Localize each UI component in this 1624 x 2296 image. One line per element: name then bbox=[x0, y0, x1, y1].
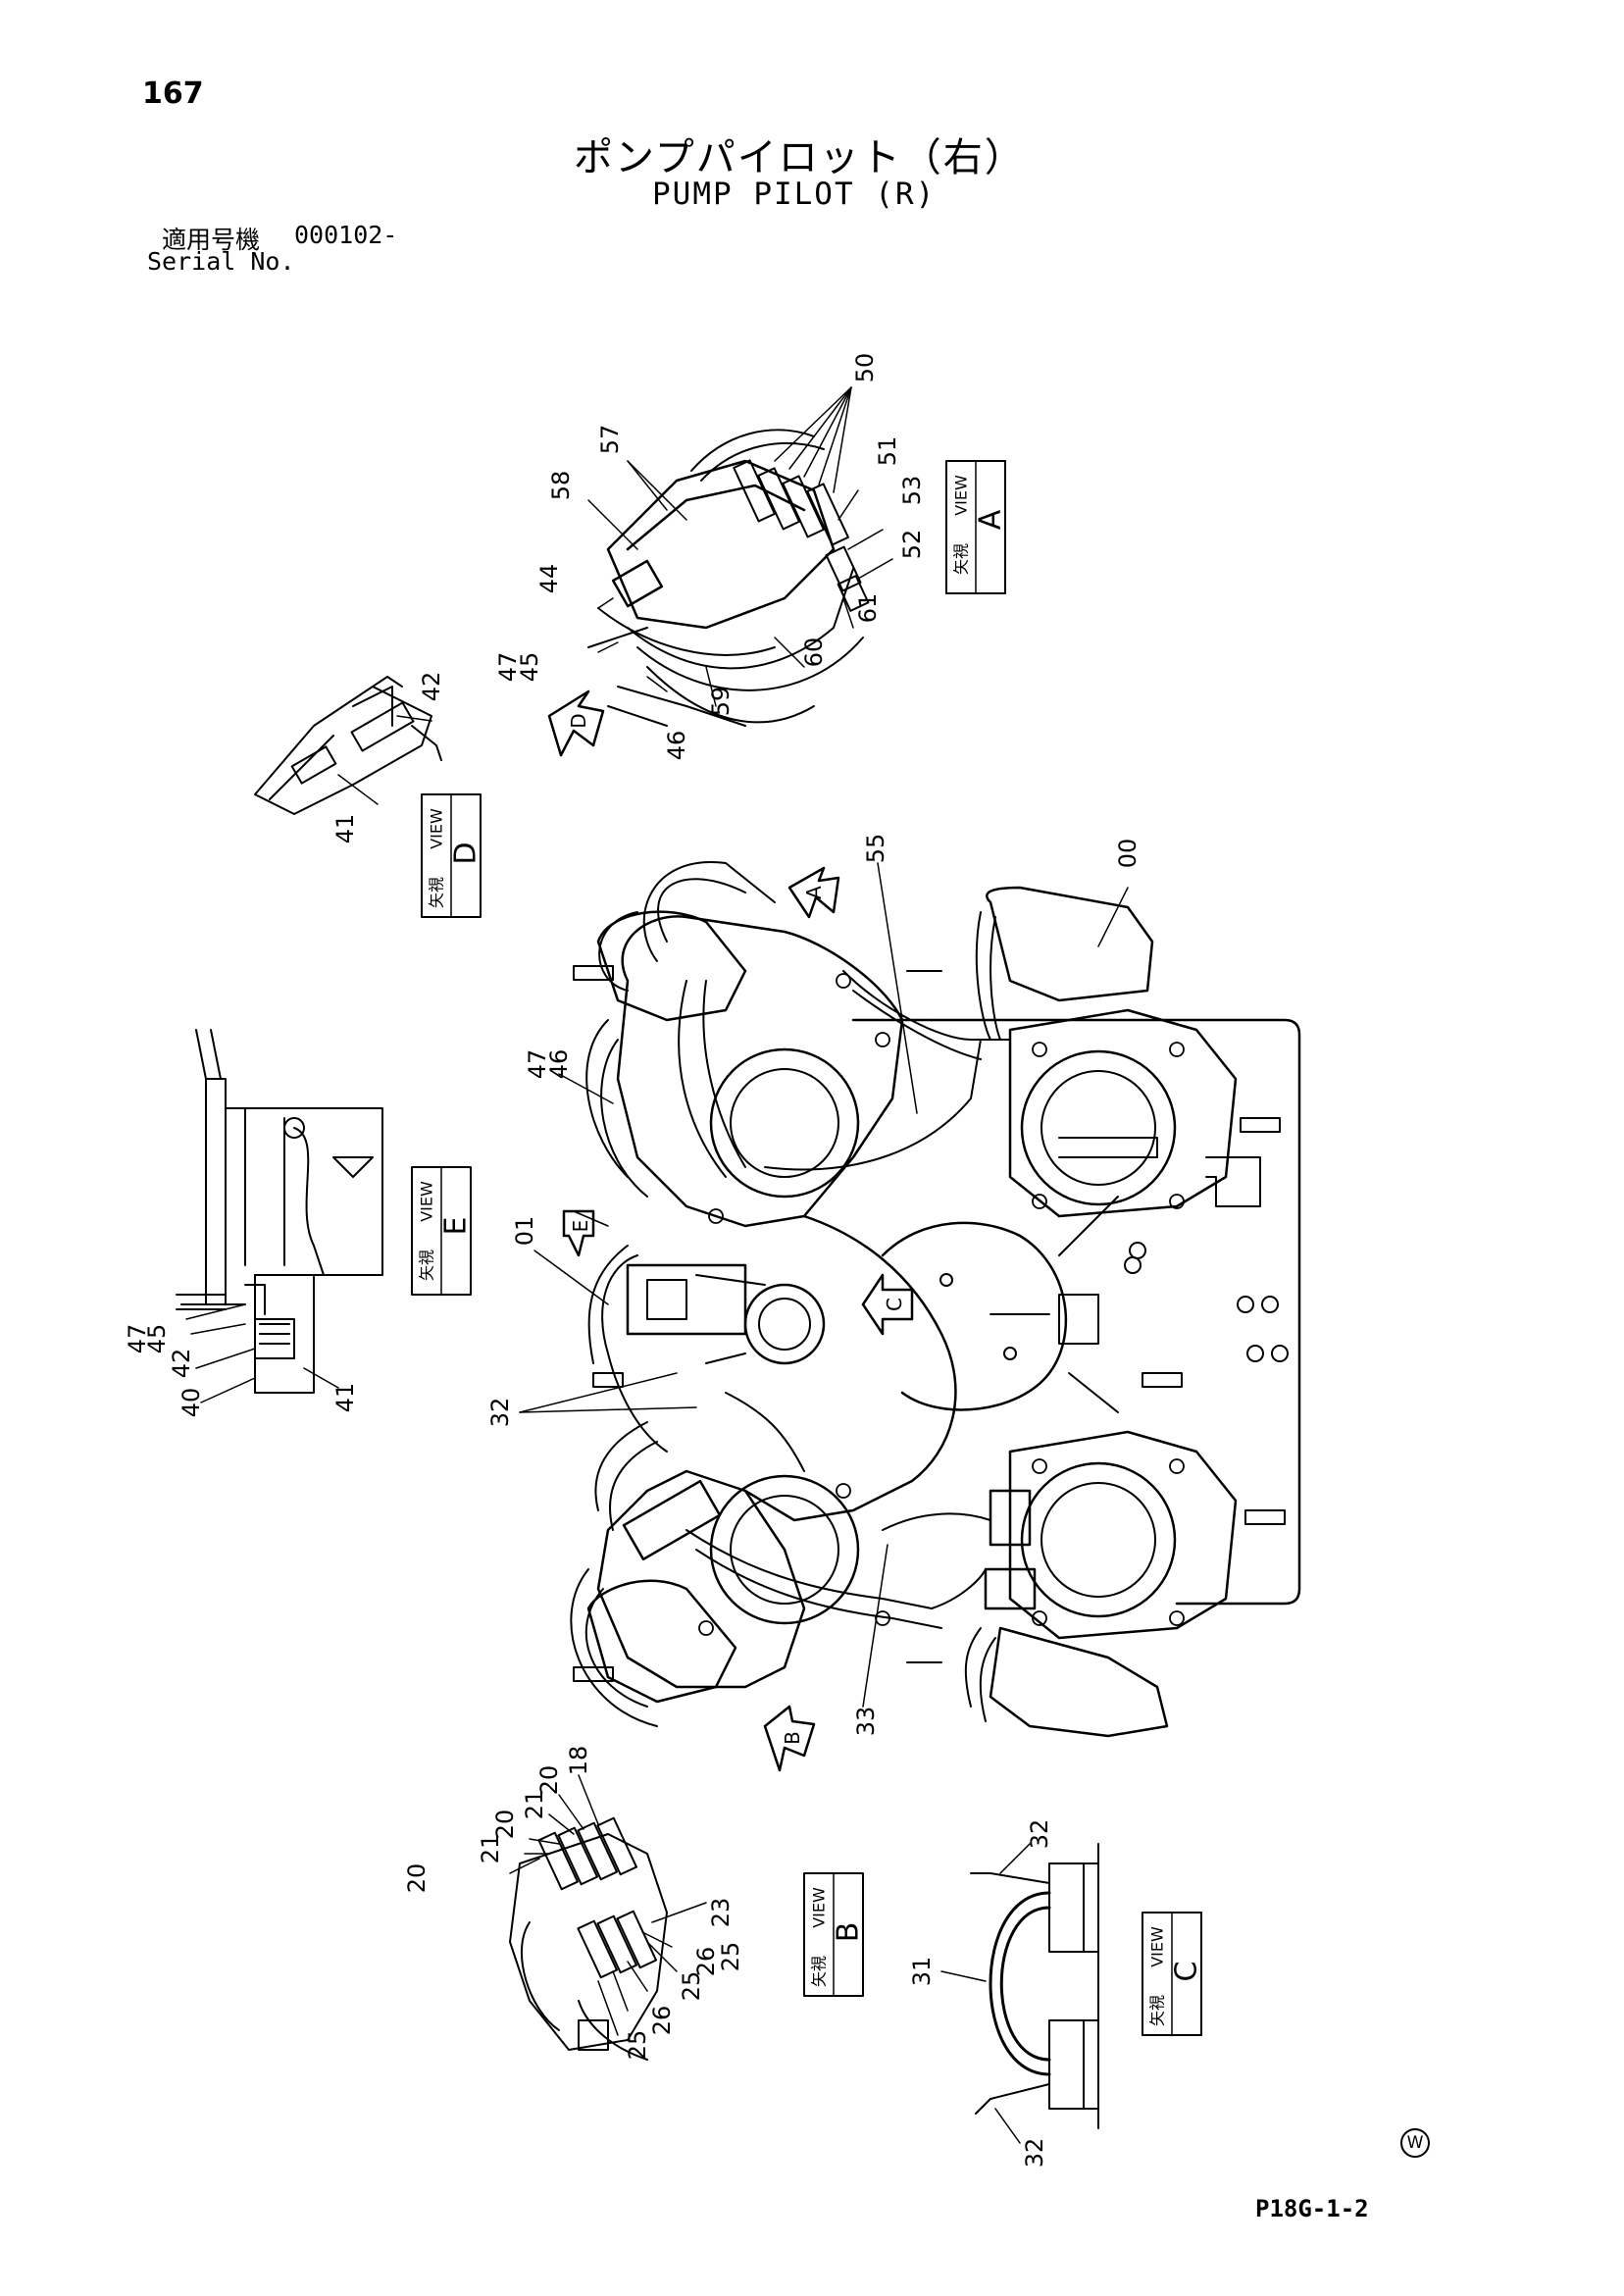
view-a-kanji: 矢視 bbox=[952, 543, 971, 575]
view-box-b bbox=[803, 1872, 864, 1997]
callout-view-c-32: 32 bbox=[1026, 1819, 1053, 1850]
main-assembly bbox=[519, 861, 1301, 1772]
callout-view-a-44: 44 bbox=[535, 564, 563, 594]
callout-view-a-47: 47 bbox=[494, 652, 522, 683]
serial-label-english: Serial No. bbox=[147, 247, 295, 276]
callout-view-a-61: 61 bbox=[854, 593, 882, 624]
callout-view-e-41: 41 bbox=[331, 1383, 359, 1413]
view-e-word: VIEW bbox=[418, 1181, 436, 1222]
callout-view-d-42: 42 bbox=[418, 672, 445, 702]
view-box-d bbox=[421, 793, 482, 918]
callout-view-e-45: 45 bbox=[143, 1324, 171, 1354]
view-b-word: VIEW bbox=[810, 1887, 829, 1928]
callout-main-55: 55 bbox=[862, 834, 889, 864]
callout-view-a-59: 59 bbox=[707, 687, 735, 717]
callout-view-a-51: 51 bbox=[874, 436, 901, 467]
view-box-e bbox=[411, 1166, 472, 1296]
callout-view-b-18: 18 bbox=[565, 1746, 592, 1776]
view-d-letter: D bbox=[449, 842, 483, 864]
callout-view-a-45: 45 bbox=[516, 652, 543, 683]
view-e-kanji: 矢視 bbox=[418, 1250, 436, 1281]
callout-view-b-20: 20 bbox=[491, 1810, 519, 1840]
title-japanese: ポンプパイロット（右） bbox=[574, 135, 1026, 180]
title-english: PUMP PILOT (R) bbox=[652, 177, 937, 212]
document-code: P18G-1-2 bbox=[1255, 2195, 1369, 2222]
view-box-a bbox=[945, 460, 1006, 594]
callout-view-b-21: 21 bbox=[477, 1834, 504, 1864]
callout-view-b-25: 25 bbox=[717, 1942, 744, 1972]
view-c-word: VIEW bbox=[1148, 1926, 1167, 1967]
callout-view-a-57: 57 bbox=[596, 425, 624, 455]
arrow-a-letter: A bbox=[802, 886, 826, 899]
callout-view-a-60: 60 bbox=[800, 638, 828, 668]
serial-value: 000102- bbox=[294, 221, 398, 249]
view-c-detail bbox=[940, 1843, 1202, 2144]
page-number: 167 bbox=[142, 77, 204, 111]
callout-view-b-21: 21 bbox=[521, 1790, 548, 1820]
view-e-detail bbox=[176, 1029, 472, 1403]
circle-w-icon: W bbox=[1400, 2128, 1430, 2158]
view-d-detail bbox=[254, 676, 482, 918]
callout-view-e-47: 47 bbox=[124, 1324, 151, 1354]
callout-view-a-58: 58 bbox=[547, 471, 575, 501]
view-b-kanji: 矢視 bbox=[810, 1956, 829, 1987]
view-b-detail bbox=[509, 1774, 864, 2061]
callout-main-33: 33 bbox=[852, 1707, 880, 1737]
serial-label-japanese: 適用号機 bbox=[162, 226, 261, 254]
view-a-detail bbox=[547, 386, 1006, 757]
callout-view-a-52: 52 bbox=[898, 530, 926, 560]
view-b-letter: B bbox=[832, 1922, 866, 1943]
callout-view-b-26: 26 bbox=[692, 1947, 720, 1977]
callout-main-32: 32 bbox=[486, 1398, 514, 1428]
callout-view-c-32: 32 bbox=[1021, 2138, 1048, 2168]
callout-main-00: 00 bbox=[1114, 839, 1142, 869]
callout-view-b-25: 25 bbox=[624, 2030, 651, 2061]
callout-view-b-23: 23 bbox=[707, 1898, 735, 1928]
arrow-b-letter: B bbox=[781, 1731, 804, 1745]
callout-main-47: 47 bbox=[524, 1049, 551, 1080]
callout-main-01: 01 bbox=[511, 1216, 538, 1247]
callout-view-a-50: 50 bbox=[851, 353, 879, 383]
view-c-letter: C bbox=[1170, 1962, 1204, 1982]
view-e-letter: E bbox=[439, 1217, 474, 1236]
callout-view-b-25: 25 bbox=[678, 1971, 705, 2002]
callout-main-46: 46 bbox=[545, 1049, 573, 1080]
view-d-kanji: 矢視 bbox=[428, 877, 446, 908]
callout-view-b-20: 20 bbox=[403, 1863, 431, 1894]
callout-view-b-20: 20 bbox=[535, 1765, 563, 1796]
callout-view-e-40: 40 bbox=[178, 1388, 205, 1418]
arrow-d-letter: D bbox=[567, 713, 590, 728]
callout-view-d-41: 41 bbox=[331, 814, 359, 844]
callout-view-a-53: 53 bbox=[898, 476, 926, 506]
arrow-e-letter: E bbox=[569, 1220, 592, 1233]
callout-view-a-46: 46 bbox=[663, 731, 690, 761]
view-a-letter: A bbox=[974, 509, 1008, 530]
view-box-c bbox=[1142, 1912, 1202, 2036]
callout-view-c-31: 31 bbox=[908, 1957, 936, 1987]
view-a-word: VIEW bbox=[952, 475, 971, 516]
view-c-kanji: 矢視 bbox=[1148, 1995, 1167, 2026]
view-d-word: VIEW bbox=[428, 808, 446, 849]
callout-view-e-42: 42 bbox=[168, 1349, 195, 1379]
callout-view-b-26: 26 bbox=[648, 2006, 676, 2036]
arrow-c-letter: C bbox=[883, 1298, 906, 1311]
